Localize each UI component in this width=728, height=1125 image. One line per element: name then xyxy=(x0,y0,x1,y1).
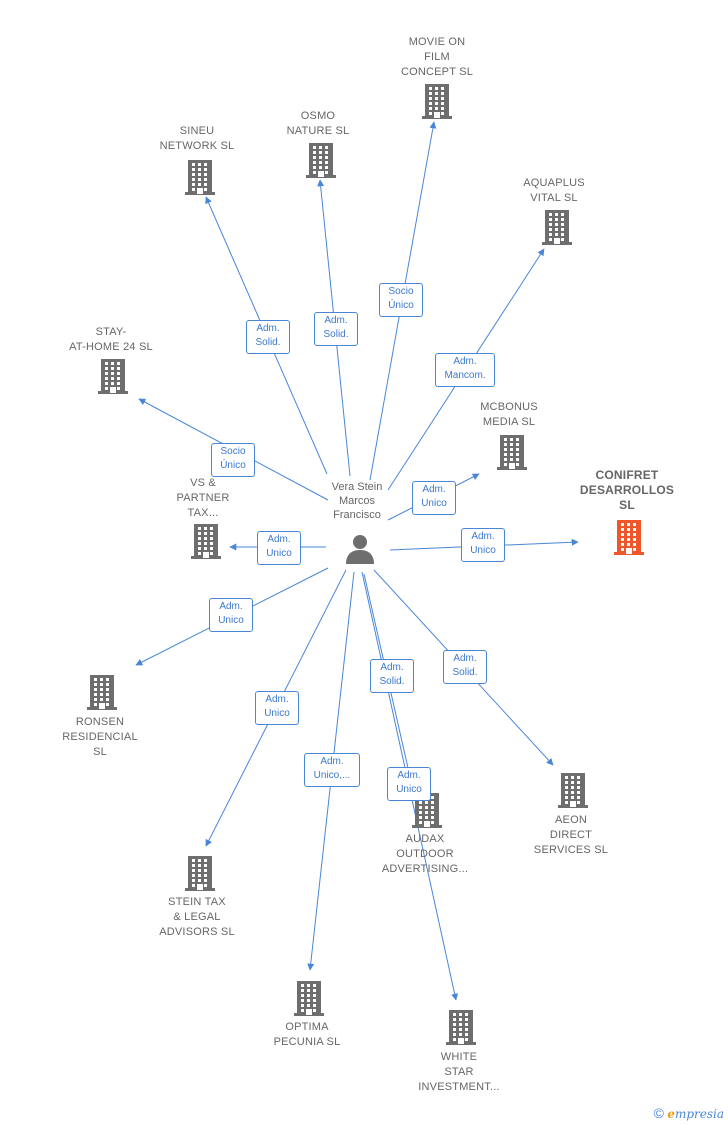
edge-label-aeon[interactable]: Adm. Solid. xyxy=(443,650,487,684)
company-label-ronsen[interactable]: RONSEN RESIDENCIAL SL xyxy=(62,716,138,758)
edge-label-stay[interactable]: Socio Único xyxy=(211,443,255,477)
person-icon[interactable] xyxy=(343,532,377,566)
copyright-symbol: © xyxy=(653,1105,664,1121)
edge-label-vs[interactable]: Adm. Unico xyxy=(257,531,301,565)
brand-name: empresia xyxy=(667,1107,724,1121)
building-icon-stay[interactable] xyxy=(96,357,130,395)
company-label-vs[interactable]: VS & PARTNER TAX... xyxy=(176,477,230,519)
edge-label-audax[interactable]: Adm. Solid. xyxy=(370,659,414,693)
company-label-aeon[interactable]: AEON DIRECT SERVICES SL xyxy=(533,814,609,856)
edge-label-conifret[interactable]: Adm. Unico xyxy=(461,528,505,562)
edge-label-optima[interactable]: Adm. Unico,... xyxy=(304,753,360,787)
building-icon-conifret[interactable] xyxy=(612,518,646,556)
building-icon-aquaplus[interactable] xyxy=(540,208,574,246)
company-label-mcbonus[interactable]: MCBONUS MEDIA SL xyxy=(480,401,538,428)
edge-label-movie[interactable]: Socio Único xyxy=(379,283,423,317)
building-icon-optima[interactable] xyxy=(292,979,326,1017)
building-icon-vs[interactable] xyxy=(189,522,223,560)
company-label-osmo[interactable]: OSMO NATURE SL xyxy=(286,110,350,137)
edge-label-ronsen[interactable]: Adm. Unico xyxy=(209,598,253,632)
building-icon-stein[interactable] xyxy=(183,854,217,892)
edge-label-aquaplus[interactable]: Adm. Mancom. xyxy=(435,353,495,387)
edge-label-osmo[interactable]: Adm. Solid. xyxy=(314,312,358,346)
company-label-movie[interactable]: MOVIE ON FILM CONCEPT SL xyxy=(400,36,474,78)
footer-brand[interactable]: © empresia xyxy=(654,1105,724,1121)
company-label-white[interactable]: WHITE STAR INVESTMENT... xyxy=(418,1051,500,1093)
building-icon-ronsen[interactable] xyxy=(85,673,119,711)
building-icon-white[interactable] xyxy=(444,1008,478,1046)
company-label-stein[interactable]: STEIN TAX & LEGAL ADVISORS SL xyxy=(159,896,235,938)
company-label-aquaplus[interactable]: AQUAPLUS VITAL SL xyxy=(523,177,585,204)
edge-label-stein[interactable]: Adm. Unico xyxy=(255,691,299,725)
company-label-sineu[interactable]: SINEU NETWORK SL xyxy=(159,125,235,152)
company-label-audax[interactable]: AUDAX OUTDOOR ADVERTISING... xyxy=(381,833,469,875)
edge-label-white[interactable]: Adm. Unico xyxy=(387,767,431,801)
building-icon-aeon[interactable] xyxy=(556,771,590,809)
center-person-name[interactable]: Vera Stein Marcos Francisco xyxy=(331,481,383,521)
company-label-optima[interactable]: OPTIMA PECUNIA SL xyxy=(273,1021,341,1048)
building-icon-mcbonus[interactable] xyxy=(495,433,529,471)
company-label-stay[interactable]: STAY- AT-HOME 24 SL xyxy=(69,326,153,353)
building-icon-sineu[interactable] xyxy=(183,158,217,196)
building-icon-movie[interactable] xyxy=(420,82,454,120)
building-icon-osmo[interactable] xyxy=(304,141,338,179)
edge-label-mcbonus[interactable]: Adm. Unico xyxy=(412,481,456,515)
edge-label-sineu[interactable]: Adm. Solid. xyxy=(246,320,290,354)
company-label-conifret[interactable]: CONIFRET DESARROLLOS SL xyxy=(579,468,675,512)
